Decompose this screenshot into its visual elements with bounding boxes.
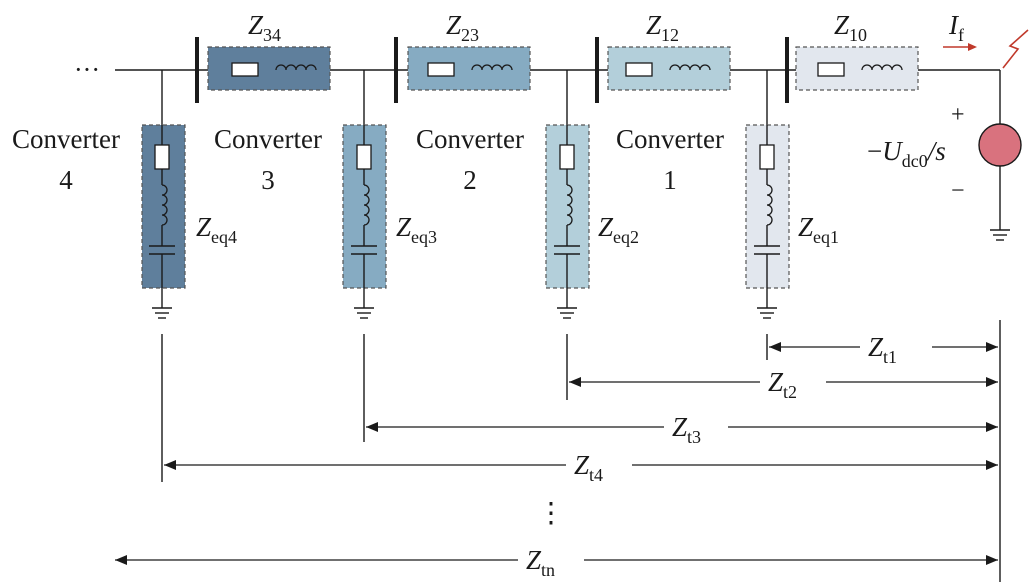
total-impedance-dimension-t2: Zt2 xyxy=(569,367,998,402)
fault-source-branch: + − −Udc0/s xyxy=(867,70,1022,241)
resistor-icon xyxy=(625,62,653,77)
converter-eq-impedance-label-2: Zeq2 xyxy=(598,212,639,247)
inductor-icon xyxy=(669,64,711,71)
arrowhead-right-icon xyxy=(986,460,998,470)
converter-label-1: Converter xyxy=(616,124,724,154)
inductor-icon xyxy=(275,64,317,71)
converter-label-3: Converter xyxy=(214,124,322,154)
resistor-icon xyxy=(427,62,455,77)
ground-icon xyxy=(757,307,777,319)
resistor-icon xyxy=(356,144,372,170)
inductor-icon xyxy=(471,64,513,71)
converter-impedance-box-4 xyxy=(141,124,186,289)
total-impedance-dimension-t3: Zt3 xyxy=(366,412,998,447)
converter-branch-1: Zeq1 Converter 1 xyxy=(616,70,839,319)
line-impedance-z10: Z10 xyxy=(795,10,919,91)
total-impedance-label-t2: Zt2 xyxy=(768,367,797,402)
resistor-icon xyxy=(559,144,575,170)
line-impedance-box-34 xyxy=(207,46,331,91)
converter-number-3: 3 xyxy=(261,165,275,195)
total-impedance-label-t3: Zt3 xyxy=(672,412,701,447)
lightning-bolt-icon xyxy=(1002,29,1029,69)
resistor-icon xyxy=(231,62,259,77)
fault-current-indicator: If xyxy=(943,10,1029,69)
arrowhead-right-icon xyxy=(986,555,998,565)
inductor-icon xyxy=(766,184,773,226)
fault-current-arrowhead-icon xyxy=(968,43,977,51)
converter-eq-impedance-label-3: Zeq3 xyxy=(396,212,437,247)
total-impedance-dimension-t1: Zt1 xyxy=(769,332,998,367)
arrowhead-right-icon xyxy=(986,377,998,387)
converter-number-4: 4 xyxy=(59,165,73,195)
source-voltage-label: −Udc0/s xyxy=(867,136,946,171)
line-impedance-z23: Z23 xyxy=(407,10,531,91)
line-impedance-label-23: Z23 xyxy=(446,10,479,45)
line-impedance-box-10 xyxy=(795,46,919,91)
inductor-icon xyxy=(161,184,168,226)
arrowhead-left-icon xyxy=(769,342,781,352)
ground-icon xyxy=(152,307,172,319)
total-impedance-label-t1: Zt1 xyxy=(868,332,897,367)
converter-branch-3: Zeq3 Converter 3 xyxy=(214,70,437,319)
total-impedance-dimension-t4: Zt4 xyxy=(164,450,998,485)
vertical-continuation-dots: ⋮ xyxy=(537,498,565,529)
converter-label-4: Converter xyxy=(12,124,120,154)
inductor-icon xyxy=(566,184,573,226)
line-impedance-label-34: Z34 xyxy=(248,10,281,45)
resistor-icon xyxy=(759,144,775,170)
total-impedance-label-t4: Zt4 xyxy=(574,450,603,485)
converter-number-1: 1 xyxy=(663,165,677,195)
arrowhead-left-icon xyxy=(569,377,581,387)
converter-branch-2: Zeq2 Converter 2 xyxy=(416,70,639,319)
arrowhead-left-icon xyxy=(366,422,378,432)
converter-eq-impedance-label-1: Zeq1 xyxy=(798,212,839,247)
left-continuation-dots: ··· xyxy=(74,55,100,84)
line-impedance-label-10: Z10 xyxy=(834,10,867,45)
total-impedance-dimension-tn: Ztn xyxy=(115,545,998,580)
source-plus-sign: + xyxy=(951,102,965,128)
inductor-icon xyxy=(363,184,370,226)
inductor-icon xyxy=(861,64,903,71)
line-impedance-z12: Z12 xyxy=(607,10,731,91)
converter-eq-impedance-label-4: Zeq4 xyxy=(196,212,237,247)
resistor-icon xyxy=(154,144,170,170)
converter-label-2: Converter xyxy=(416,124,524,154)
total-impedance-label-tn: Ztn xyxy=(526,545,555,580)
line-impedance-label-12: Z12 xyxy=(646,10,679,45)
converter-branch-4: Zeq4 Converter 4 xyxy=(12,70,237,319)
arrowhead-right-icon xyxy=(986,342,998,352)
fault-current-label: If xyxy=(948,10,964,45)
line-impedance-z34: Z34 xyxy=(207,10,331,91)
arrowhead-left-icon xyxy=(115,555,127,565)
converter-number-2: 2 xyxy=(463,165,477,195)
arrowhead-right-icon xyxy=(986,422,998,432)
source-minus-sign: − xyxy=(951,178,965,204)
ground-icon xyxy=(354,307,374,319)
voltage-source-icon xyxy=(978,123,1022,167)
resistor-icon xyxy=(817,62,845,77)
ground-icon xyxy=(990,229,1010,241)
ground-icon xyxy=(557,307,577,319)
arrowhead-left-icon xyxy=(164,460,176,470)
